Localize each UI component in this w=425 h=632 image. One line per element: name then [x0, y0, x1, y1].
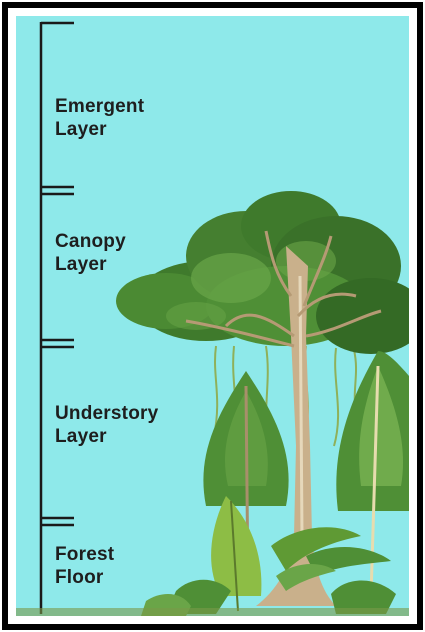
forest-floor-label-line1: Forest	[55, 543, 114, 566]
canopy-layer-label: Canopy Layer	[55, 230, 126, 276]
rainforest-diagram: Emergent Layer Canopy Layer Understory L…	[16, 16, 409, 616]
forest-floor-label: Forest Floor	[55, 543, 114, 589]
emergent-label-line1: Emergent	[55, 95, 144, 118]
understory-label-line1: Understory	[55, 402, 158, 425]
understory-label-line2: Layer	[55, 425, 158, 448]
emergent-label-line2: Layer	[55, 118, 144, 141]
canopy-label-line1: Canopy	[55, 230, 126, 253]
canopy-label-line2: Layer	[55, 253, 126, 276]
understory-layer-label: Understory Layer	[55, 402, 158, 448]
emergent-layer-label: Emergent Layer	[55, 95, 144, 141]
forest-floor-label-line2: Floor	[55, 566, 114, 589]
